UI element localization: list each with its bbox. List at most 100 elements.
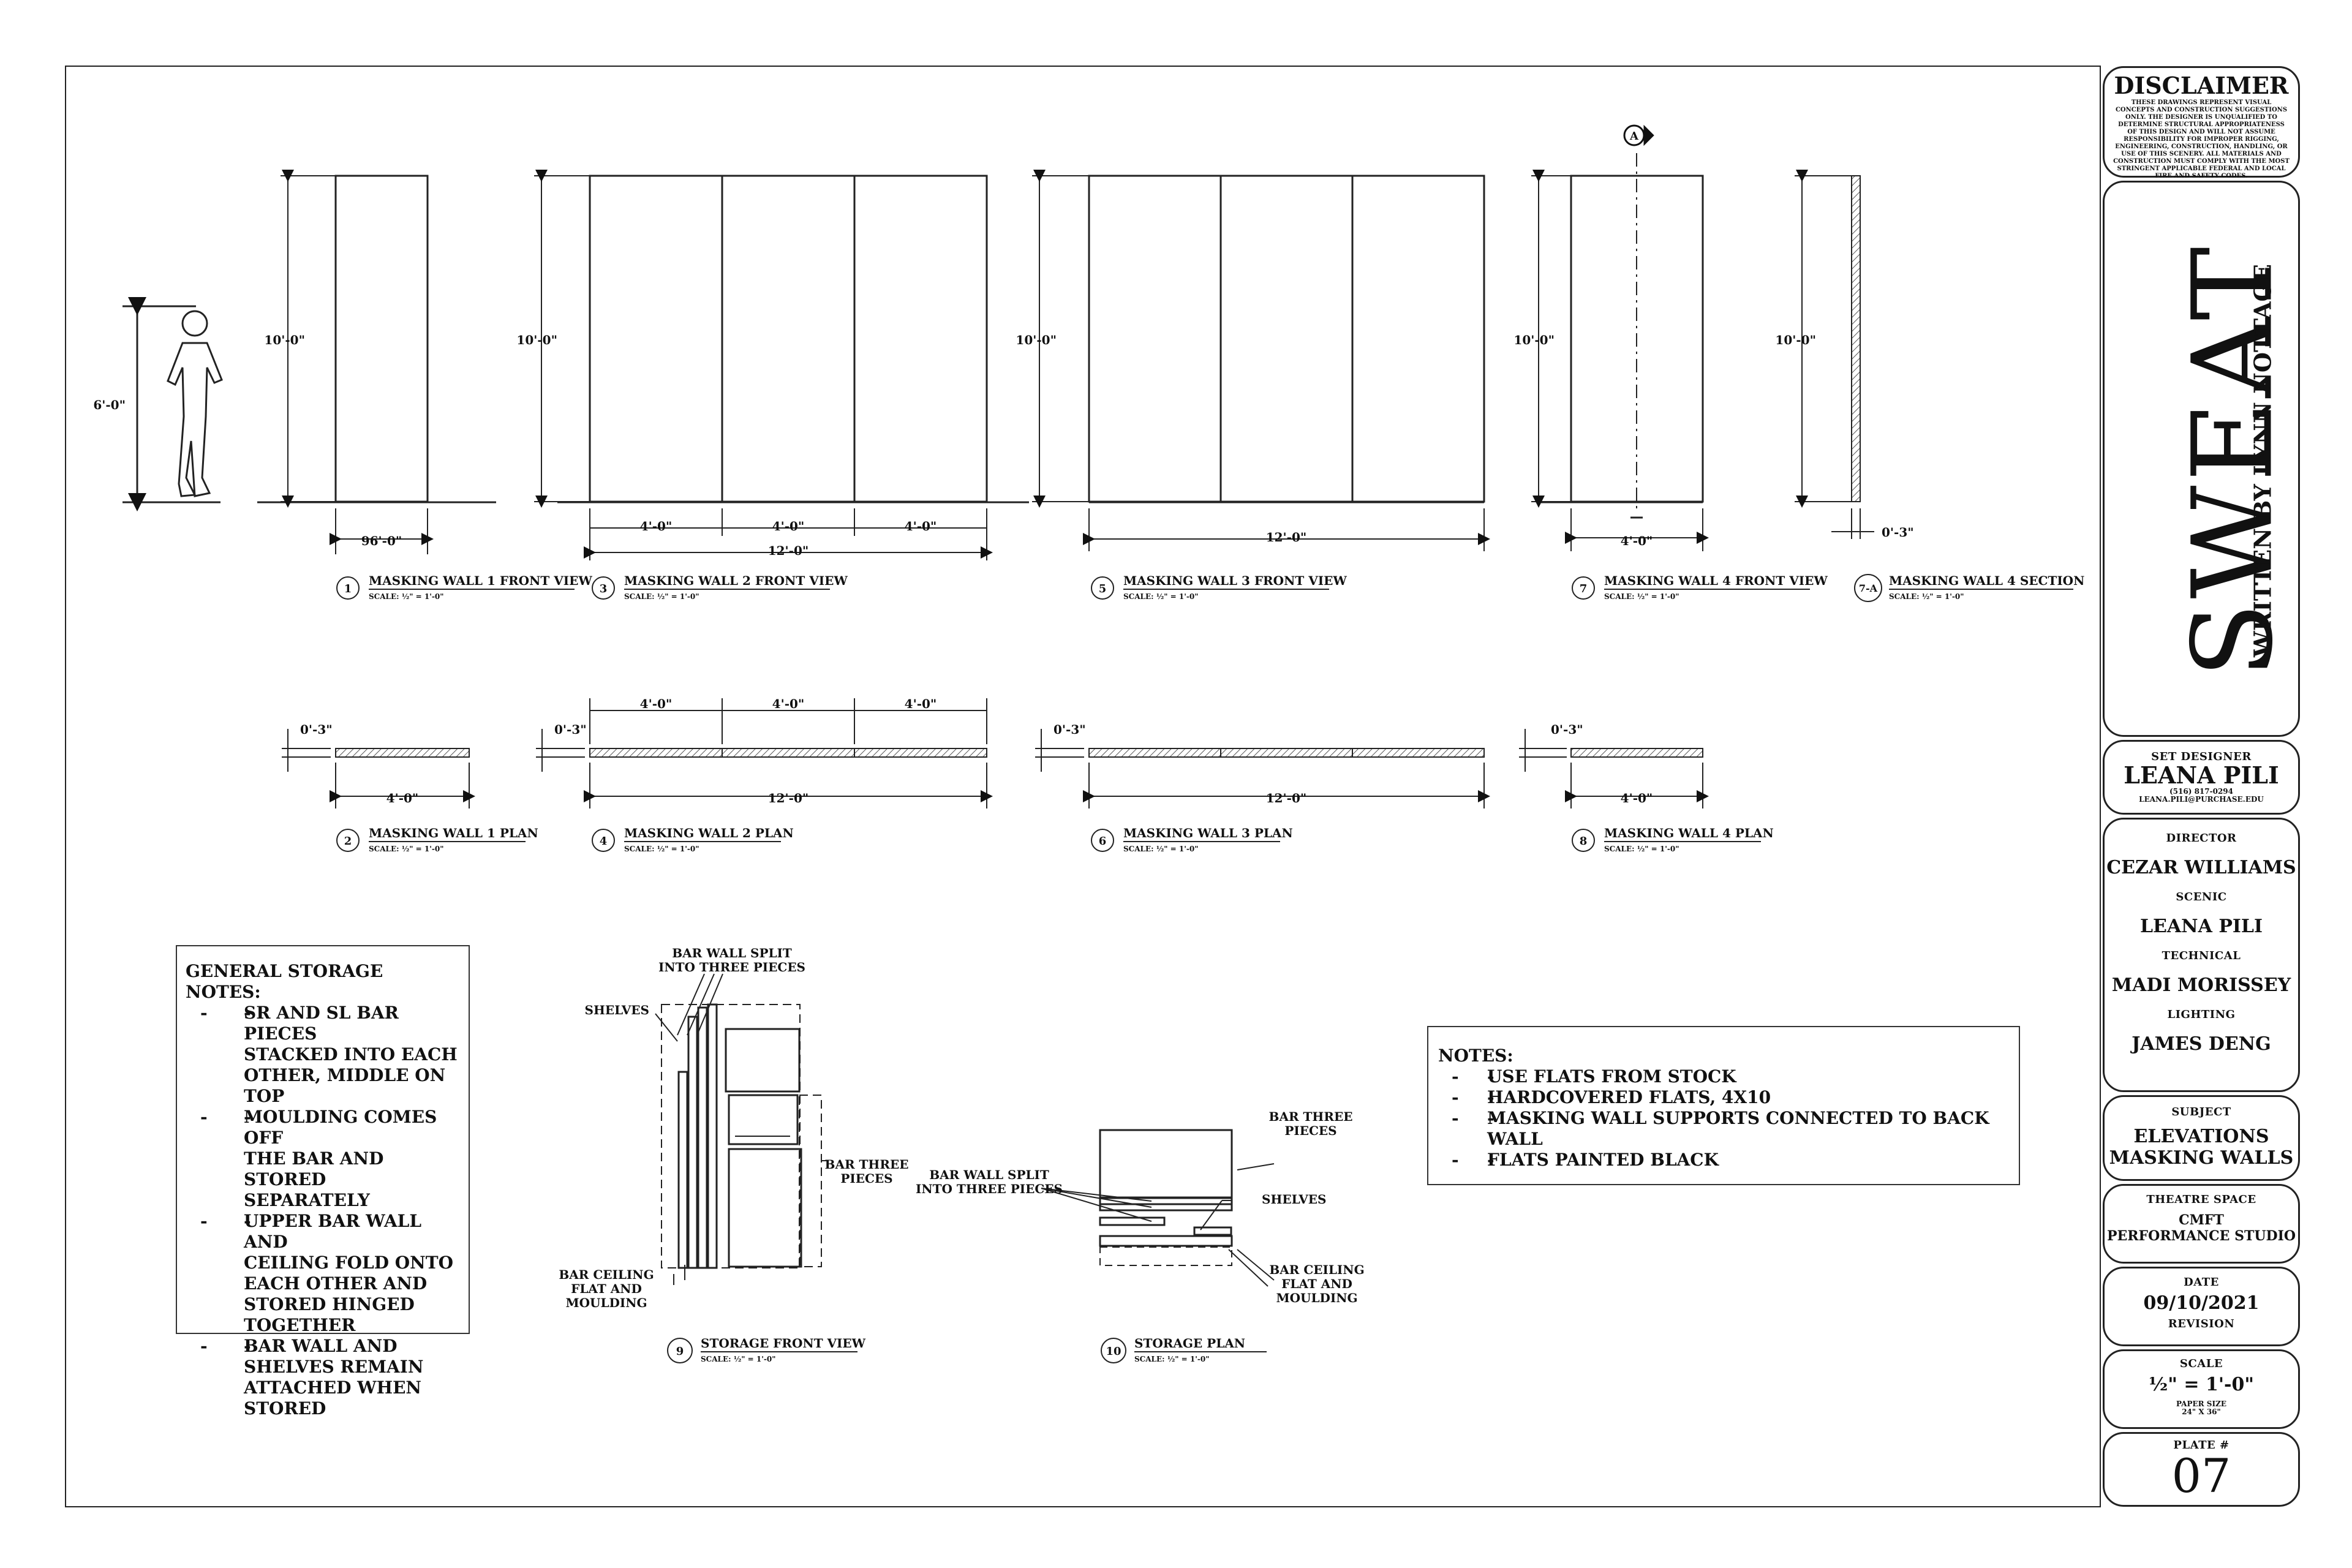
view-title-8: 8 MASKING WALL 4 PLAN SCALE: ½" = 1'-0" bbox=[1572, 826, 1774, 853]
view-9-title: STORAGE FRONT VIEW bbox=[701, 1336, 866, 1351]
dim-v3-seg3: 4'-0" bbox=[905, 519, 937, 533]
view-4-title: MASKING WALL 2 PLAN bbox=[624, 826, 794, 840]
scenic-label: SCENIC bbox=[2176, 891, 2227, 903]
subject-line-1: ELEVATIONS bbox=[2133, 1126, 2269, 1147]
label-moulding-1: MOULDING bbox=[565, 1295, 647, 1310]
scale-box: SCALE ½" = 1'-0" PAPER SIZE 24" X 36" bbox=[2103, 1349, 2300, 1429]
view-4-scale: SCALE: ½" = 1'-0" bbox=[624, 845, 699, 853]
view-title-7: 7 MASKING WALL 4 FRONT VIEW SCALE: ½" = … bbox=[1572, 573, 1828, 601]
section-marker: A bbox=[1623, 124, 1654, 146]
disclaimer-text: THESE DRAWINGS REPRESENT VISUAL CONCEPTS… bbox=[2113, 99, 2290, 179]
view-10-number: 10 bbox=[1106, 1345, 1121, 1358]
date-box: DATE 09/10/2021 REVISION bbox=[2103, 1267, 2300, 1346]
view-3-title: MASKING WALL 2 FRONT VIEW bbox=[624, 573, 848, 588]
theatre-label: THEATRE SPACE bbox=[2146, 1193, 2256, 1206]
dim-v6-total: 12'-0" bbox=[1266, 791, 1307, 805]
view-title-1: 1 MASKING WALL 1 FRONT VIEW SCALE: ½" = … bbox=[336, 573, 592, 601]
general-note-1: - SR AND SL BAR PIECES STACKED INTO EACH… bbox=[186, 1003, 460, 1107]
view-title-10: 10 STORAGE PLAN SCALE: ½" = 1'-0" bbox=[1101, 1336, 1267, 1363]
subject-box: SUBJECT ELEVATIONS MASKING WALLS bbox=[2103, 1095, 2300, 1181]
dim-v1-height: 10'-0" bbox=[264, 333, 305, 347]
dim-v4-seg3: 4'-0" bbox=[905, 696, 937, 711]
general-notes-list: - SR AND SL BAR PIECES STACKED INTO EACH… bbox=[186, 1003, 460, 1419]
dim-v4-thickness: 0'-3" bbox=[554, 722, 587, 737]
view-title-6: 6 MASKING WALL 3 PLAN SCALE: ½" = 1'-0" bbox=[1091, 826, 1293, 853]
director-name: CEZAR WILLIAMS bbox=[2106, 857, 2296, 878]
dim-v4-total: 12'-0" bbox=[768, 791, 809, 805]
view-8-title: MASKING WALL 4 PLAN bbox=[1604, 826, 1774, 840]
revision-label: REVISION bbox=[2168, 1317, 2235, 1330]
view-9-scale: SCALE: ½" = 1'-0" bbox=[701, 1355, 776, 1363]
scale-label: SCALE bbox=[2179, 1357, 2223, 1370]
dim-v3-seg1: 4'-0" bbox=[640, 519, 673, 533]
general-note-2: - MOULDING COMES OFF THE BAR AND STORED … bbox=[186, 1107, 460, 1211]
disclaimer-box: DISCLAIMER THESE DRAWINGS REPRESENT VISU… bbox=[2103, 66, 2300, 179]
dim-v8-width: 4'-0" bbox=[1621, 791, 1653, 805]
label-bar-ceiling-2: BAR CEILING bbox=[1269, 1262, 1364, 1277]
view-title-2: 2 MASKING WALL 1 PLAN SCALE: ½" = 1'-0" bbox=[336, 826, 538, 853]
view-5-scale: SCALE: ½" = 1'-0" bbox=[1123, 592, 1199, 601]
dim-v7-height: 10'-0" bbox=[1513, 333, 1555, 347]
show-title: SWEAT bbox=[2169, 243, 2297, 678]
sheet-border bbox=[65, 66, 2101, 1507]
label-moulding-2: MOULDING bbox=[1276, 1291, 1357, 1305]
label-flat-and-1: FLAT AND bbox=[571, 1281, 642, 1296]
drawings: 6'-0" 10'-0" 96'-0" bbox=[93, 124, 1914, 1310]
view-2-plan bbox=[282, 729, 475, 809]
paper-size-label: PAPER SIZE bbox=[2176, 1400, 2226, 1408]
storage-plan-drawing bbox=[1041, 1129, 1275, 1287]
note-2: - HARDCOVERED FLATS, 4X10 bbox=[1438, 1087, 2009, 1108]
note-4: - FLATS PAINTED BLACK bbox=[1438, 1150, 2009, 1170]
subject-line-2: MASKING WALLS bbox=[2109, 1147, 2294, 1169]
view-6-number: 6 bbox=[1099, 835, 1107, 848]
view-6-title: MASKING WALL 3 PLAN bbox=[1123, 826, 1293, 840]
dim-v7a-height: 10'-0" bbox=[1775, 333, 1816, 347]
label-shelves-1: SHELVES bbox=[585, 1003, 649, 1017]
label-shelves-2: SHELVES bbox=[1262, 1192, 1326, 1207]
view-1-scale: SCALE: ½" = 1'-0" bbox=[369, 592, 444, 601]
label-bar-wall-split-1: BAR WALL SPLIT bbox=[672, 946, 792, 960]
view-3-scale: SCALE: ½" = 1'-0" bbox=[624, 592, 699, 601]
paper-size-value: 24" X 36" bbox=[2182, 1408, 2221, 1416]
date-value: 09/10/2021 bbox=[2143, 1292, 2260, 1314]
notes-heading: NOTES: bbox=[1438, 1046, 1513, 1066]
show-title-box: SWEAT WRITTEN BY LYNN NOTTAGE bbox=[2103, 181, 2300, 737]
lighting-label: LIGHTING bbox=[2167, 1008, 2236, 1021]
view-1-front bbox=[257, 170, 496, 554]
view-1-number: 1 bbox=[344, 582, 352, 595]
view-6-plan bbox=[1035, 729, 1490, 809]
view-title-5: 5 MASKING WALL 3 FRONT VIEW SCALE: ½" = … bbox=[1091, 573, 1347, 601]
view-7a-number: 7-A bbox=[1859, 582, 1878, 594]
set-designer-name: LEANA PILI bbox=[2124, 761, 2279, 789]
dim-v3-seg2: 4'-0" bbox=[772, 519, 805, 533]
view-4-number: 4 bbox=[600, 835, 608, 848]
view-3-front bbox=[534, 170, 1029, 560]
general-note-4: - BAR WALL AND SHELVES REMAIN ATTACHED W… bbox=[186, 1336, 460, 1419]
view-7-scale: SCALE: ½" = 1'-0" bbox=[1604, 592, 1679, 601]
view-title-7a: 7-A MASKING WALL 4 SECTION SCALE: ½" = 1… bbox=[1854, 573, 2084, 602]
dim-v1-width: 96'-0" bbox=[361, 533, 402, 548]
view-titles: 1 MASKING WALL 1 FRONT VIEW SCALE: ½" = … bbox=[336, 573, 2084, 1363]
view-7-number: 7 bbox=[1580, 582, 1588, 595]
technical-name: MADI MORISSEY bbox=[2111, 974, 2291, 996]
scale-value: ½" = 1'-0" bbox=[2149, 1374, 2254, 1395]
dim-v4-seg1: 4'-0" bbox=[640, 696, 673, 711]
view-7a-title: MASKING WALL 4 SECTION bbox=[1889, 573, 2084, 588]
label-flat-and-2: FLAT AND bbox=[1281, 1276, 1352, 1291]
plate-box: PLATE # 07 bbox=[2103, 1432, 2300, 1507]
date-label: DATE bbox=[2184, 1276, 2219, 1289]
dim-v4-seg2: 4'-0" bbox=[772, 696, 805, 711]
view-8-scale: SCALE: ½" = 1'-0" bbox=[1604, 845, 1679, 853]
view-10-scale: SCALE: ½" = 1'-0" bbox=[1134, 1355, 1210, 1363]
written-by: WRITTEN BY LYNN NOTTAGE bbox=[2248, 264, 2277, 657]
view-5-front bbox=[1032, 170, 1490, 551]
label-bar-wall-split-2: BAR WALL SPLIT bbox=[929, 1167, 1049, 1182]
note-3: - MASKING WALL SUPPORTS CONNECTED TO BAC… bbox=[1438, 1108, 2009, 1150]
human-scale-figure bbox=[123, 297, 223, 511]
dim-v3-height: 10'-0" bbox=[516, 333, 557, 347]
view-8-number: 8 bbox=[1580, 835, 1588, 848]
lighting-name: JAMES DENG bbox=[2132, 1033, 2271, 1055]
view-2-number: 2 bbox=[344, 835, 352, 848]
view-title-9: 9 STORAGE FRONT VIEW SCALE: ½" = 1'-0" bbox=[667, 1336, 866, 1363]
